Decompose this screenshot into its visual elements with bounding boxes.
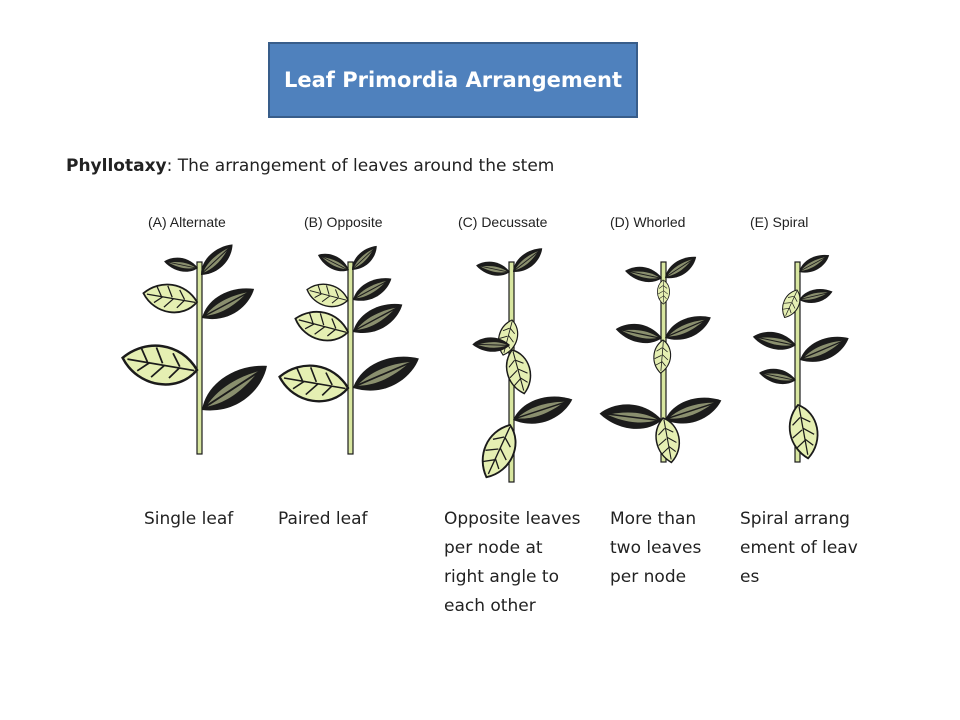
plant-decussate — [471, 244, 577, 485]
subtitle-term: Phyllotaxy — [66, 156, 167, 176]
caption-decussate: Opposite leaves per node at right angle … — [444, 509, 581, 616]
panel-label-opposite: (B) Opposite — [304, 214, 383, 230]
caption-alternate: Single leaf — [144, 509, 234, 529]
panel-label-spiral: (E) Spiral — [750, 214, 809, 230]
plant-whorled — [596, 252, 725, 465]
caption-whorled: More than two leaves per node — [610, 509, 702, 587]
plant-opposite — [274, 242, 426, 455]
diagram-title: Leaf Primordia Arrangement — [283, 68, 623, 92]
caption-opposite: Paired leaf — [278, 509, 368, 529]
plant-alternate — [117, 239, 278, 455]
caption-spiral: Spiral arrangement of leaves — [740, 509, 858, 587]
panel-label-alternate: (A) Alternate — [148, 214, 226, 230]
plant-spiral — [750, 251, 854, 463]
subtitle: Phyllotaxy: The arrangement of leaves ar… — [66, 156, 554, 176]
title-box: Leaf Primordia Arrangement — [268, 42, 638, 118]
subtitle-definition: : The arrangement of leaves around the s… — [166, 156, 555, 176]
panel-label-whorled: (D) Whorled — [610, 214, 686, 230]
panel-label-decussate: (C) Decussate — [458, 214, 548, 230]
